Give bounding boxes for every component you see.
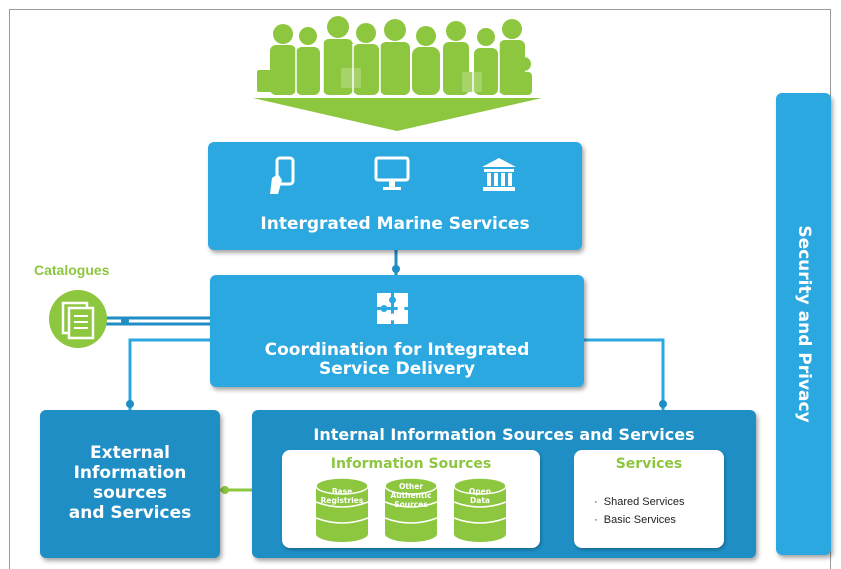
services-panel: Services · Shared Services · Basic Servi… [574,450,724,548]
database-icon [315,477,369,542]
database-icon [384,477,438,542]
service-item: · Basic Services [594,514,676,526]
external-information-box: External Information sources and Service… [40,410,220,558]
security-privacy-bar: Security and Privacy [776,93,831,555]
smartphone-icon [270,156,295,194]
integrated-marine-services-box: Intergrated Marine Services [208,142,582,250]
service-item-label: Basic Services [603,514,676,526]
coordination-label-line1: Coordination for Integrated [264,340,530,360]
db-label-line1: Open [468,487,492,496]
internal-title: Internal Information Sources and Service… [313,425,695,444]
database-open-data: Open Data [452,477,508,544]
db-label-line2: Authentic [390,491,432,500]
external-line2: Information [73,463,187,483]
security-privacy-label: Security and Privacy [793,225,814,423]
external-line3: sources [92,483,167,503]
information-sources-title: Information Sources [330,456,492,472]
db-label-line2: Data [470,496,490,505]
database-other-authentic-sources: Other Authentic Sources [383,477,439,544]
coordination-box: Coordination for Integrated Service Deli… [210,275,584,387]
service-item-label: Shared Services [603,496,685,508]
documents-icon [49,290,107,348]
catalogues-label: Catalogues [34,262,110,278]
monitor-icon [374,156,410,190]
db-label-line3: Sources [394,500,428,509]
bank-icon [482,158,516,191]
services-title: Services [615,456,683,472]
puzzle-icon [377,293,408,324]
service-item: · Shared Services [594,496,685,508]
db-label-line2: Registries [320,496,364,505]
database-icon [453,477,507,542]
coordination-label-line2: Service Delivery [319,359,475,379]
db-label-line1: Other [398,482,424,491]
database-base-registries: Base Registries [314,477,370,544]
db-label-line1: Base [331,487,353,496]
internal-information-box: Internal Information Sources and Service… [252,410,756,558]
external-line4: and Services [68,503,192,523]
external-line1: External [89,443,171,463]
information-sources-panel: Information Sources Base Registries Othe… [282,450,540,548]
integrated-marine-services-label: Intergrated Marine Services [260,214,530,234]
